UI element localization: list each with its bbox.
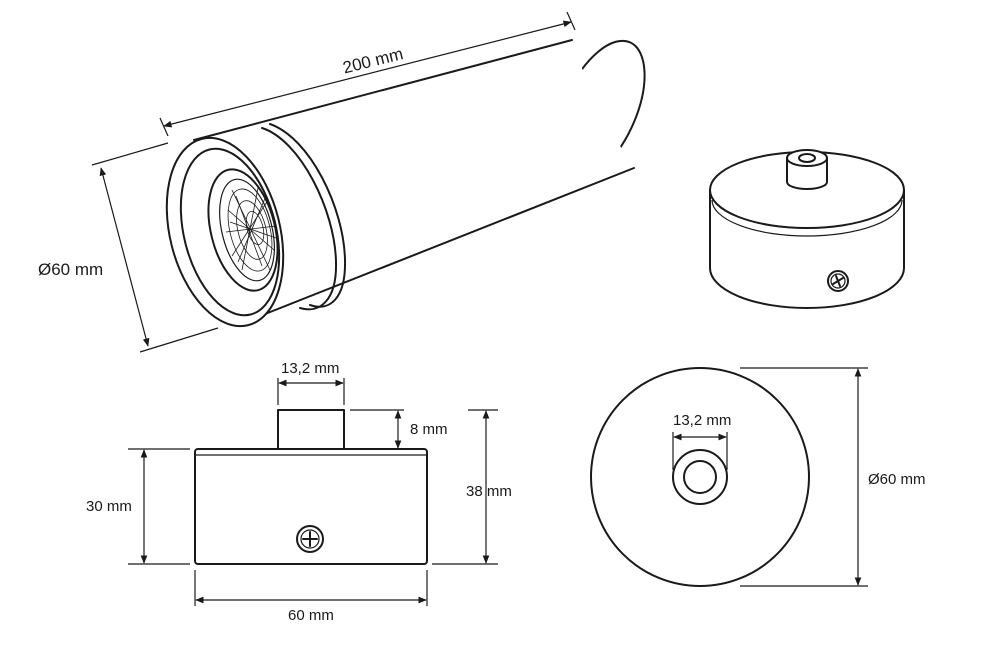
tube-lens-pattern bbox=[225, 187, 277, 272]
label-canopy-diameter: Ø60 mm bbox=[868, 471, 926, 488]
canopy-stem-hole bbox=[798, 153, 816, 163]
dim-total-height bbox=[432, 409, 498, 565]
label-body-width: 60 mm bbox=[288, 607, 334, 624]
canopy-top-view bbox=[590, 367, 810, 587]
canopy-top-bevel bbox=[711, 199, 903, 237]
top-view-stem-outer bbox=[672, 449, 728, 505]
tube-reflector bbox=[207, 168, 279, 292]
canopy-stem-top bbox=[786, 149, 828, 167]
dim-body-height bbox=[128, 448, 190, 565]
top-view-stem-hole bbox=[683, 460, 717, 494]
tube-ring-seam-inner bbox=[269, 123, 347, 308]
side-view-screw bbox=[296, 525, 324, 553]
canopy-side-view bbox=[194, 409, 428, 565]
canopy-screw-isometric bbox=[827, 270, 849, 292]
tube-lens-ring bbox=[219, 178, 275, 282]
spotlight-tube-isometric bbox=[165, 39, 646, 328]
dim-body-width bbox=[194, 570, 428, 606]
dim-stem-width-side bbox=[277, 378, 345, 405]
side-view-body bbox=[194, 448, 428, 565]
label-stem-width-side: 13,2 mm bbox=[281, 360, 339, 377]
canopy-isometric bbox=[709, 149, 905, 309]
dim-stem-width-top bbox=[672, 432, 728, 470]
dim-stem-height bbox=[350, 409, 404, 450]
tube-bottom-edge bbox=[254, 167, 635, 319]
top-view-outline bbox=[590, 367, 810, 587]
label-tube-diameter: Ø60 mm bbox=[38, 260, 103, 279]
dim-canopy-diameter bbox=[740, 367, 868, 587]
tube-front-bezel bbox=[165, 136, 285, 328]
label-total-height: 38 mm bbox=[466, 483, 512, 500]
tube-ring-seam bbox=[261, 127, 338, 311]
dim-length bbox=[159, 11, 576, 137]
dim-tube-diameter bbox=[91, 142, 219, 353]
side-view-stem bbox=[277, 409, 345, 453]
label-stem-height: 8 mm bbox=[410, 421, 448, 438]
label-stem-width-top: 13,2 mm bbox=[673, 412, 731, 429]
label-body-height: 30 mm bbox=[86, 498, 132, 515]
